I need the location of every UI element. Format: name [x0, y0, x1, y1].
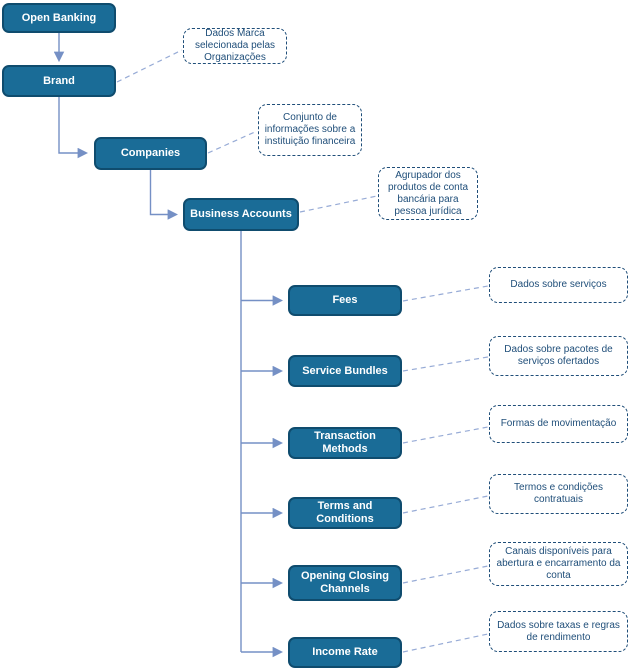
- node-brand: Brand: [2, 65, 116, 97]
- node-service-bundles: Service Bundles: [288, 355, 402, 387]
- note-link-companies: [207, 130, 258, 154]
- node-fees: Fees: [288, 285, 402, 316]
- note-link-income-rate: [402, 633, 489, 653]
- node-opening-closing-channels: Opening Closing Channels: [288, 565, 402, 601]
- note-link-transaction-methods: [402, 426, 489, 444]
- edge-brand-companies: [58, 97, 89, 159]
- note-link-service-bundles: [402, 356, 489, 372]
- note-fees: Dados sobre serviços: [489, 267, 628, 303]
- note-link-fees: [402, 285, 489, 302]
- note-brand: Dados Marca selecionada pelas Organizaçõ…: [183, 28, 287, 64]
- note-transaction-methods: Formas de movimentação: [489, 405, 628, 443]
- note-companies: Conjunto de informações sobre a institui…: [258, 104, 362, 156]
- note-link-terms: [402, 495, 489, 514]
- node-income-rate: Income Rate: [288, 637, 402, 668]
- node-open-banking: Open Banking: [2, 3, 116, 33]
- edge-companies-businessaccounts: [149, 170, 179, 220]
- note-income-rate: Dados sobre taxas e regras de rendimento: [489, 611, 628, 652]
- node-companies: Companies: [94, 137, 207, 170]
- note-service-bundles: Dados sobre pacotes de serviços ofertado…: [489, 336, 628, 376]
- node-terms-and-conditions: Terms and Conditions: [288, 497, 402, 529]
- note-business-accounts: Agrupador dos produtos de conta bancária…: [378, 167, 478, 220]
- note-terms-and-conditions: Termos e condições contratuais: [489, 474, 628, 514]
- note-link-opening-closing: [402, 565, 489, 584]
- node-business-accounts: Business Accounts: [183, 198, 299, 231]
- note-link-business-accounts: [299, 195, 378, 213]
- note-opening-closing-channels: Canais disponíveis para abertura e encar…: [489, 542, 628, 586]
- node-transaction-methods: Transaction Methods: [288, 427, 402, 459]
- note-link-brand: [116, 49, 183, 83]
